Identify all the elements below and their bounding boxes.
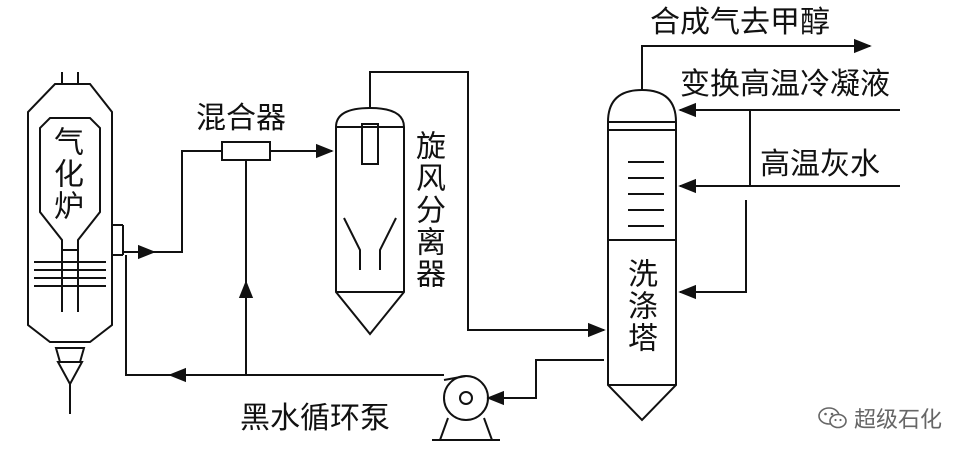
pump-label: 黑水循环泵 (240, 401, 390, 436)
gasifier-vessel (27, 72, 124, 414)
scrubber-tower (607, 88, 677, 422)
grey-water-label: 高温灰水 (760, 147, 880, 182)
watermark: 超级石化 (818, 402, 942, 434)
piping (123, 38, 900, 406)
wechat-icon (818, 407, 847, 429)
black-water-pump (432, 375, 500, 441)
shift-condensate-label: 变换高温冷凝液 (680, 67, 890, 102)
cyclone-label: 旋风分离器 (410, 130, 445, 290)
mixer-label: 混合器 (196, 101, 286, 136)
gasifier-label: 气化炉 (48, 126, 83, 222)
scrubber-label: 洗涤塔 (622, 258, 657, 354)
watermark-text: 超级石化 (853, 408, 942, 433)
cyclone-separator (335, 106, 405, 336)
mixer-unit (221, 141, 271, 161)
syngas-out-label: 合成气去甲醇 (650, 5, 830, 40)
